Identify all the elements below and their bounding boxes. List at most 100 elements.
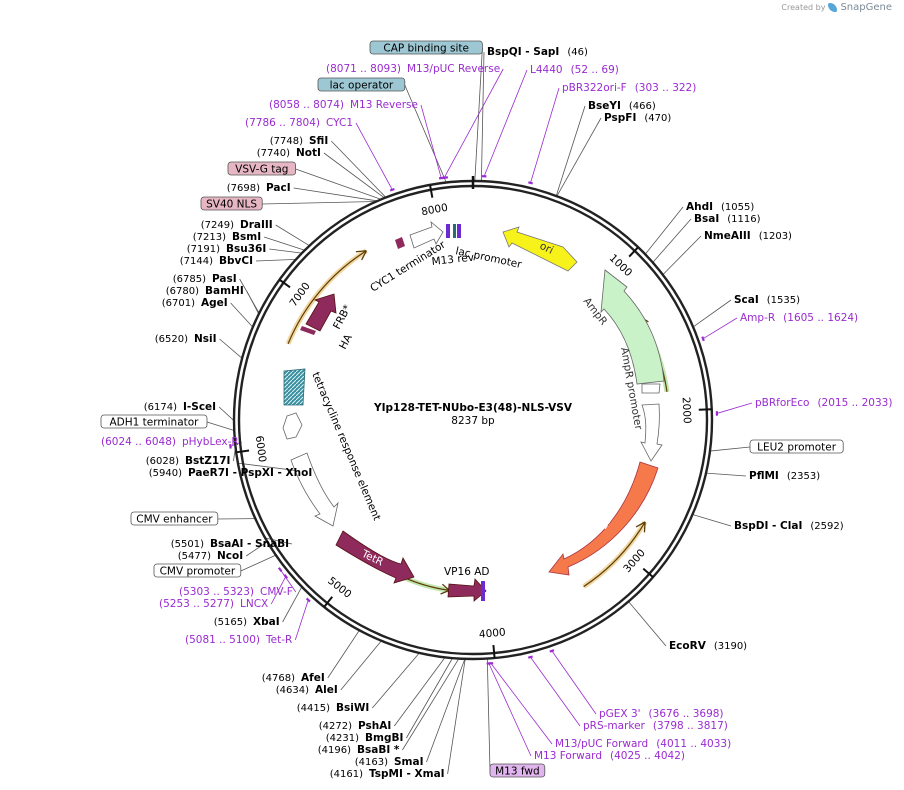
site-ahdi[interactable]: AhdI(1055) (686, 201, 754, 213)
primer-l4440[interactable]: L4440(52 .. 69) (530, 64, 619, 76)
site-bsaai-snabi[interactable]: BsaAI - SnaBI(5501) (171, 538, 289, 550)
site-scai[interactable]: ScaI(1535) (734, 294, 800, 306)
primer-pbrforeco[interactable]: pBRforEco(2015 .. 2033) (755, 397, 892, 409)
leader-line (692, 299, 732, 328)
label-position: (7786 .. 7804) (245, 117, 320, 129)
site-nmeaiii[interactable]: NmeAIII(1203) (704, 230, 792, 242)
feature-tag-lac-operator[interactable]: lac operator (317, 77, 406, 92)
site-nsii[interactable]: NsiI(6520) (155, 333, 217, 345)
site-ncoi[interactable]: NcoI(5477) (178, 550, 243, 562)
site-bsai[interactable]: BsaI(1116) (694, 213, 761, 225)
vsvg-nls-block[interactable] (395, 237, 405, 249)
site-bstz17i[interactable]: BstZ17I(6028) (146, 455, 231, 467)
leu2-feature[interactable] (548, 461, 659, 576)
ampr-promoter-feature[interactable] (641, 383, 661, 394)
primer-m13-puc-forward[interactable]: M13/pUC Forward(4011 .. 4033) (555, 738, 731, 750)
feature-tag-text: LEU2 promoter (757, 442, 837, 454)
site-i-scei[interactable]: I-SceI(6174) (144, 401, 216, 413)
leader-line (275, 224, 310, 247)
primer-prs-marker[interactable]: pRS-marker(3798 .. 3817) (583, 720, 728, 732)
label-name: XbaI (253, 616, 280, 628)
label-position: (1605 .. 1624) (783, 312, 858, 324)
site-bsmi[interactable]: BsmI(7213) (193, 231, 261, 243)
label-name: BamHI (205, 285, 244, 297)
adh1-arrow[interactable] (282, 412, 303, 440)
feature-tag-sv40-nls[interactable]: SV40 NLS (200, 196, 263, 211)
label-name: Amp-R (740, 312, 775, 324)
primer-lncx[interactable]: LNCX(5253 .. 5277) (159, 598, 268, 610)
primer-m13-forward[interactable]: M13 Forward(4025 .. 4042) (534, 750, 685, 762)
leader-line (443, 68, 504, 178)
feature-tag-cmv-enhancer[interactable]: CMV enhancer (130, 511, 219, 526)
cyc1-terminator-feature[interactable] (409, 220, 444, 249)
primer-m13-puc-reverse[interactable]: M13/pUC Reverse(8071 .. 8093) (326, 63, 500, 75)
site-bsu36i[interactable]: Bsu36I(7191) (187, 243, 267, 255)
site-tspmi-xmai[interactable]: TspMI - XmaI(4161) (330, 768, 445, 780)
brand-name: SnapGene (840, 2, 892, 13)
feature-tag-cap-binding-site[interactable]: CAP binding site (369, 40, 483, 55)
site-ecorv[interactable]: EcoRV(3190) (669, 640, 747, 652)
cmv-promoter-arrow[interactable] (290, 452, 339, 527)
site-xbai[interactable]: XbaI(5165) (214, 616, 280, 628)
site-agei[interactable]: AgeI(6701) (162, 297, 228, 309)
site-pflmi[interactable]: PflMI(2353) (749, 470, 820, 482)
primer-pgex-3[interactable]: pGEX 3'(3676 .. 3698) (599, 708, 724, 720)
ori-feature[interactable] (502, 226, 578, 272)
tetr-feature[interactable] (335, 530, 415, 584)
label-position: (5501) (171, 539, 204, 550)
site-paer7i-pspxi-xhoi[interactable]: PaeR7I - PspXI - XhoI(5940) (149, 467, 313, 479)
label-name: pBRforEco (755, 397, 809, 409)
leader-line (282, 586, 303, 623)
site-paci[interactable]: PacI(7698) (227, 182, 291, 194)
created-by-text: Created by (781, 3, 826, 12)
feature-tag-leu2-promoter[interactable]: LEU2 promoter (749, 439, 844, 454)
frb-feature[interactable] (305, 293, 337, 332)
ha-feature[interactable] (300, 326, 316, 335)
site-bamhi[interactable]: BamHI(6780) (166, 285, 244, 297)
label-position: (8071 .. 8093) (326, 63, 401, 75)
primer-cmv-f[interactable]: CMV-F(5303 .. 5323) (179, 586, 293, 598)
site-sfii[interactable]: SfiI(7748) (270, 135, 329, 147)
site-bmgbi[interactable]: BmgBI(4231) (326, 732, 404, 744)
primer-m13-reverse[interactable]: M13 Reverse(8058 .. 8074) (269, 99, 418, 111)
leader-line (246, 290, 260, 315)
feature-tag-cmv-promoter[interactable]: CMV promoter (153, 563, 242, 578)
feature-tag-adh1-terminator[interactable]: ADH1 terminator (100, 414, 208, 429)
feature-tag-vsv-g-tag[interactable]: VSV-G tag (227, 161, 296, 176)
label-position: (7698) (227, 183, 260, 194)
primer-cyc1[interactable]: CYC1(7786 .. 7804) (245, 117, 353, 129)
site-bsabi[interactable]: BsaBI *(4196) (318, 744, 400, 756)
leader-line (269, 248, 302, 254)
site-bspdi-clai[interactable]: BspDI - ClaI(2592) (734, 520, 844, 532)
site-afei[interactable]: AfeI(4768) (262, 672, 325, 684)
site-bspqi-sapi[interactable]: BspQI - SapI(46) (487, 46, 588, 58)
site-pshai[interactable]: PshAI(4272) (319, 720, 392, 732)
leader-line (644, 206, 684, 255)
label-position: (1535) (767, 295, 800, 306)
tre-feature[interactable] (283, 368, 306, 406)
primer-amp-r[interactable]: Amp-R (1605 .. 1624) (740, 312, 858, 324)
ampr-feature[interactable] (600, 269, 665, 385)
site-noti[interactable]: NotI(7740) (257, 147, 321, 159)
label-name: PspFI (604, 112, 636, 124)
primer-pbr322ori-f[interactable]: pBR322ori-F(303 .. 322) (562, 82, 696, 94)
vp16-ad-feature[interactable] (447, 578, 487, 602)
site-bsiwi[interactable]: BsiWI(4415) (297, 702, 370, 714)
leader-line (483, 69, 528, 177)
leader-line (406, 657, 453, 739)
site-bseyi[interactable]: BseYI(466) (588, 100, 656, 112)
label-position: (4161) (330, 769, 363, 780)
site-pspfi[interactable]: PspFI(470) (604, 112, 671, 124)
primer-tet-r[interactable]: Tet-R(5081 .. 5100) (185, 634, 292, 646)
label-position: (7249) (201, 220, 234, 231)
primer-phyblex-r[interactable]: pHybLex-R(6024 .. 6048) (101, 436, 239, 448)
leu2-promoter-feature[interactable] (640, 403, 663, 462)
site-bbvci[interactable]: BbvCI(7144) (180, 255, 253, 267)
label-name: BsaBI * (357, 744, 400, 756)
site-alei[interactable]: AleI(4634) (276, 684, 338, 696)
site-pasi[interactable]: PasI(6785) (173, 273, 237, 285)
site-draiii[interactable]: DraIII(7249) (201, 219, 273, 231)
site-smai[interactable]: SmaI(4163) (355, 756, 424, 768)
feature-tag-m13-fwd[interactable]: M13 fwd (489, 763, 546, 778)
